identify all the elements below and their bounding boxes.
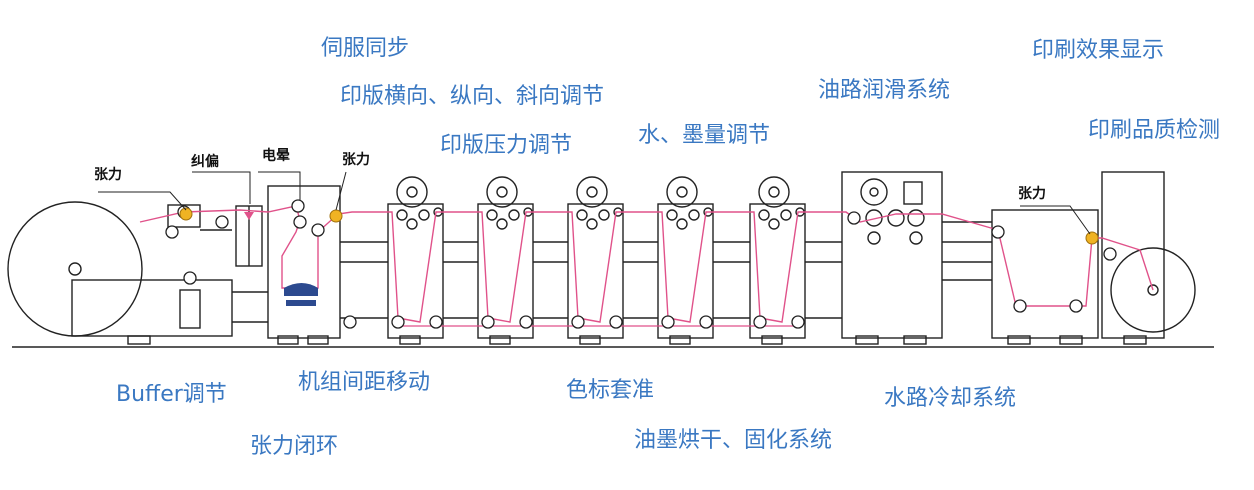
callout-ink-drying: 油墨烘干、固化系统 [634,428,833,453]
corona-tag: 电晕 [262,148,290,164]
leader-lines [98,171,1091,235]
guide-tag: 纠偏 [191,154,219,170]
guide-sensor [244,212,254,220]
callout-plate-pressure: 印版压力调节 [440,133,573,158]
callout-unit-spacing: 机组间距移动 [298,370,431,395]
print-unit-2 [477,176,534,345]
tension-tag-3: 张力 [1018,186,1046,202]
callout-water-cooling: 水路冷却系统 [884,386,1017,411]
callout-water-ink: 水、墨量调节 [638,123,771,148]
callout-oil-lube: 油路润滑系统 [818,78,951,103]
tension-sensors [179,207,1099,245]
inspection-unit [991,209,1099,345]
callout-quality-detect: 印刷品质检测 [1088,118,1221,143]
print-unit-3 [567,176,624,345]
web-rollers [165,199,1117,329]
corona-electrode [284,283,318,306]
print-unit-1 [387,176,444,345]
web-path [139,205,1154,323]
callout-print-display: 印刷效果显示 [1032,38,1165,63]
unit-rails [340,221,992,319]
callout-tension-loop: 张力闭环 [250,434,339,459]
tension-tag-2: 张力 [342,152,370,168]
callout-servo-sync: 伺服同步 [321,36,410,61]
print-unit-4 [657,176,714,345]
callout-buffer: Buffer调节 [116,382,227,407]
tension-tag-1: 张力 [94,167,122,183]
unwind-roll [7,201,143,337]
rewind-unit [1101,171,1196,345]
print-unit-5 [749,176,806,345]
callout-plate-adjust: 印版横向、纵向、斜向调节 [340,84,605,109]
callout-color-register: 色标套准 [566,378,655,403]
buffer-frame [71,204,268,345]
drying-unit [841,171,943,345]
